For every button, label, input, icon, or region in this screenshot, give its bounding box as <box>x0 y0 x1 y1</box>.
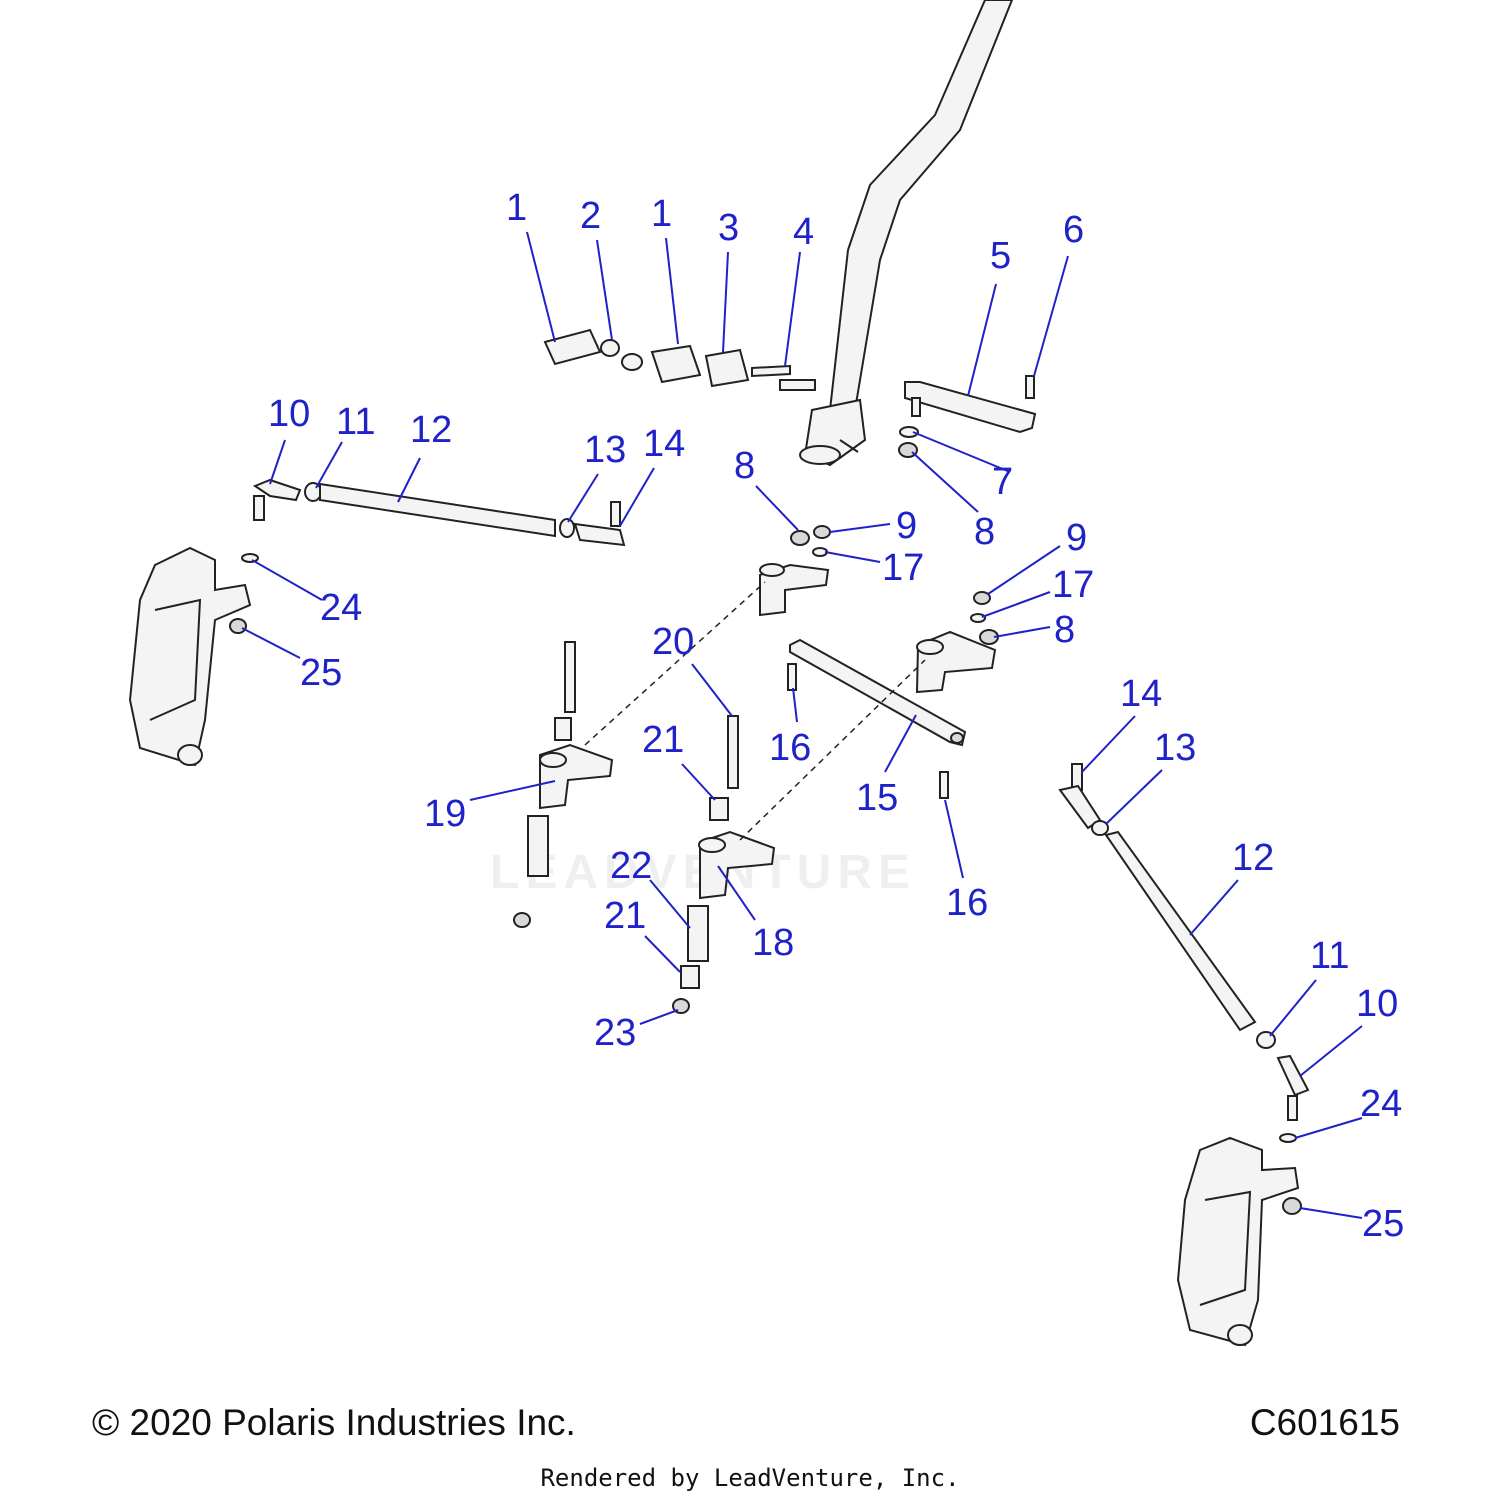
callout-5: 5 <box>990 235 1011 277</box>
callout-14a: 14 <box>643 423 685 465</box>
callout-18: 18 <box>752 922 794 964</box>
callout-8c: 8 <box>1054 609 1075 651</box>
callout-22: 22 <box>610 845 652 887</box>
callout-21b: 21 <box>604 895 646 937</box>
callout-25a: 25 <box>300 652 342 694</box>
callout-8a: 8 <box>974 511 995 553</box>
callout-12a: 12 <box>410 409 452 451</box>
callout-9a: 9 <box>896 505 917 547</box>
knuckle-right <box>1176 1133 1302 1347</box>
callout-11b: 11 <box>1310 935 1349 977</box>
callout-15: 15 <box>856 777 898 819</box>
callout-16b: 16 <box>946 882 988 924</box>
copyright-text: © 2020 Polaris Industries Inc. <box>92 1402 576 1443</box>
pitman-arm-assembly <box>898 375 1037 458</box>
callout-24a: 24 <box>320 587 362 629</box>
idler-right <box>915 591 999 694</box>
callout-14b: 14 <box>1120 673 1162 715</box>
steering-column <box>799 0 1014 467</box>
idler-upper <box>759 525 831 617</box>
drag-link <box>787 638 967 799</box>
callout-21a: 21 <box>642 719 684 761</box>
callout-23: 23 <box>594 1012 636 1054</box>
callout-labels: 1 2 1 3 4 5 6 7 8 8 9 9 17 17 8 10 11 12… <box>268 187 1404 1245</box>
rendered-by-text: Rendered by LeadVenture, Inc. <box>540 1464 960 1492</box>
callout-13b: 13 <box>1154 727 1196 769</box>
callout-4: 4 <box>793 211 814 253</box>
callout-12b: 12 <box>1232 837 1274 879</box>
callout-8b: 8 <box>734 445 755 487</box>
tie-rod-left <box>252 478 626 547</box>
callout-25b: 25 <box>1362 1203 1404 1245</box>
callout-19: 19 <box>424 793 466 835</box>
upper-coupler-parts <box>543 328 816 391</box>
callout-6: 6 <box>1063 209 1084 251</box>
callout-13a: 13 <box>584 429 626 471</box>
center-bellcrank-assembly <box>513 581 926 1014</box>
callout-20: 20 <box>652 621 694 663</box>
callout-17a: 17 <box>882 547 924 589</box>
callout-2: 2 <box>580 195 601 237</box>
callout-10b: 10 <box>1356 983 1398 1025</box>
callout-1b: 1 <box>651 193 672 235</box>
callout-10a: 10 <box>268 393 310 435</box>
knuckle-left <box>128 546 259 767</box>
drawing-number: C601615 <box>1249 1402 1400 1443</box>
callout-24b: 24 <box>1360 1083 1402 1125</box>
callout-1a: 1 <box>506 187 527 229</box>
callout-16a: 16 <box>769 727 811 769</box>
callout-17b: 17 <box>1052 564 1094 606</box>
callout-3: 3 <box>718 207 739 249</box>
callout-9b: 9 <box>1066 517 1087 559</box>
leader-lines <box>241 231 1363 1219</box>
tie-rod-right <box>1058 763 1310 1121</box>
callout-11a: 11 <box>336 401 375 443</box>
callout-7: 7 <box>992 461 1013 503</box>
